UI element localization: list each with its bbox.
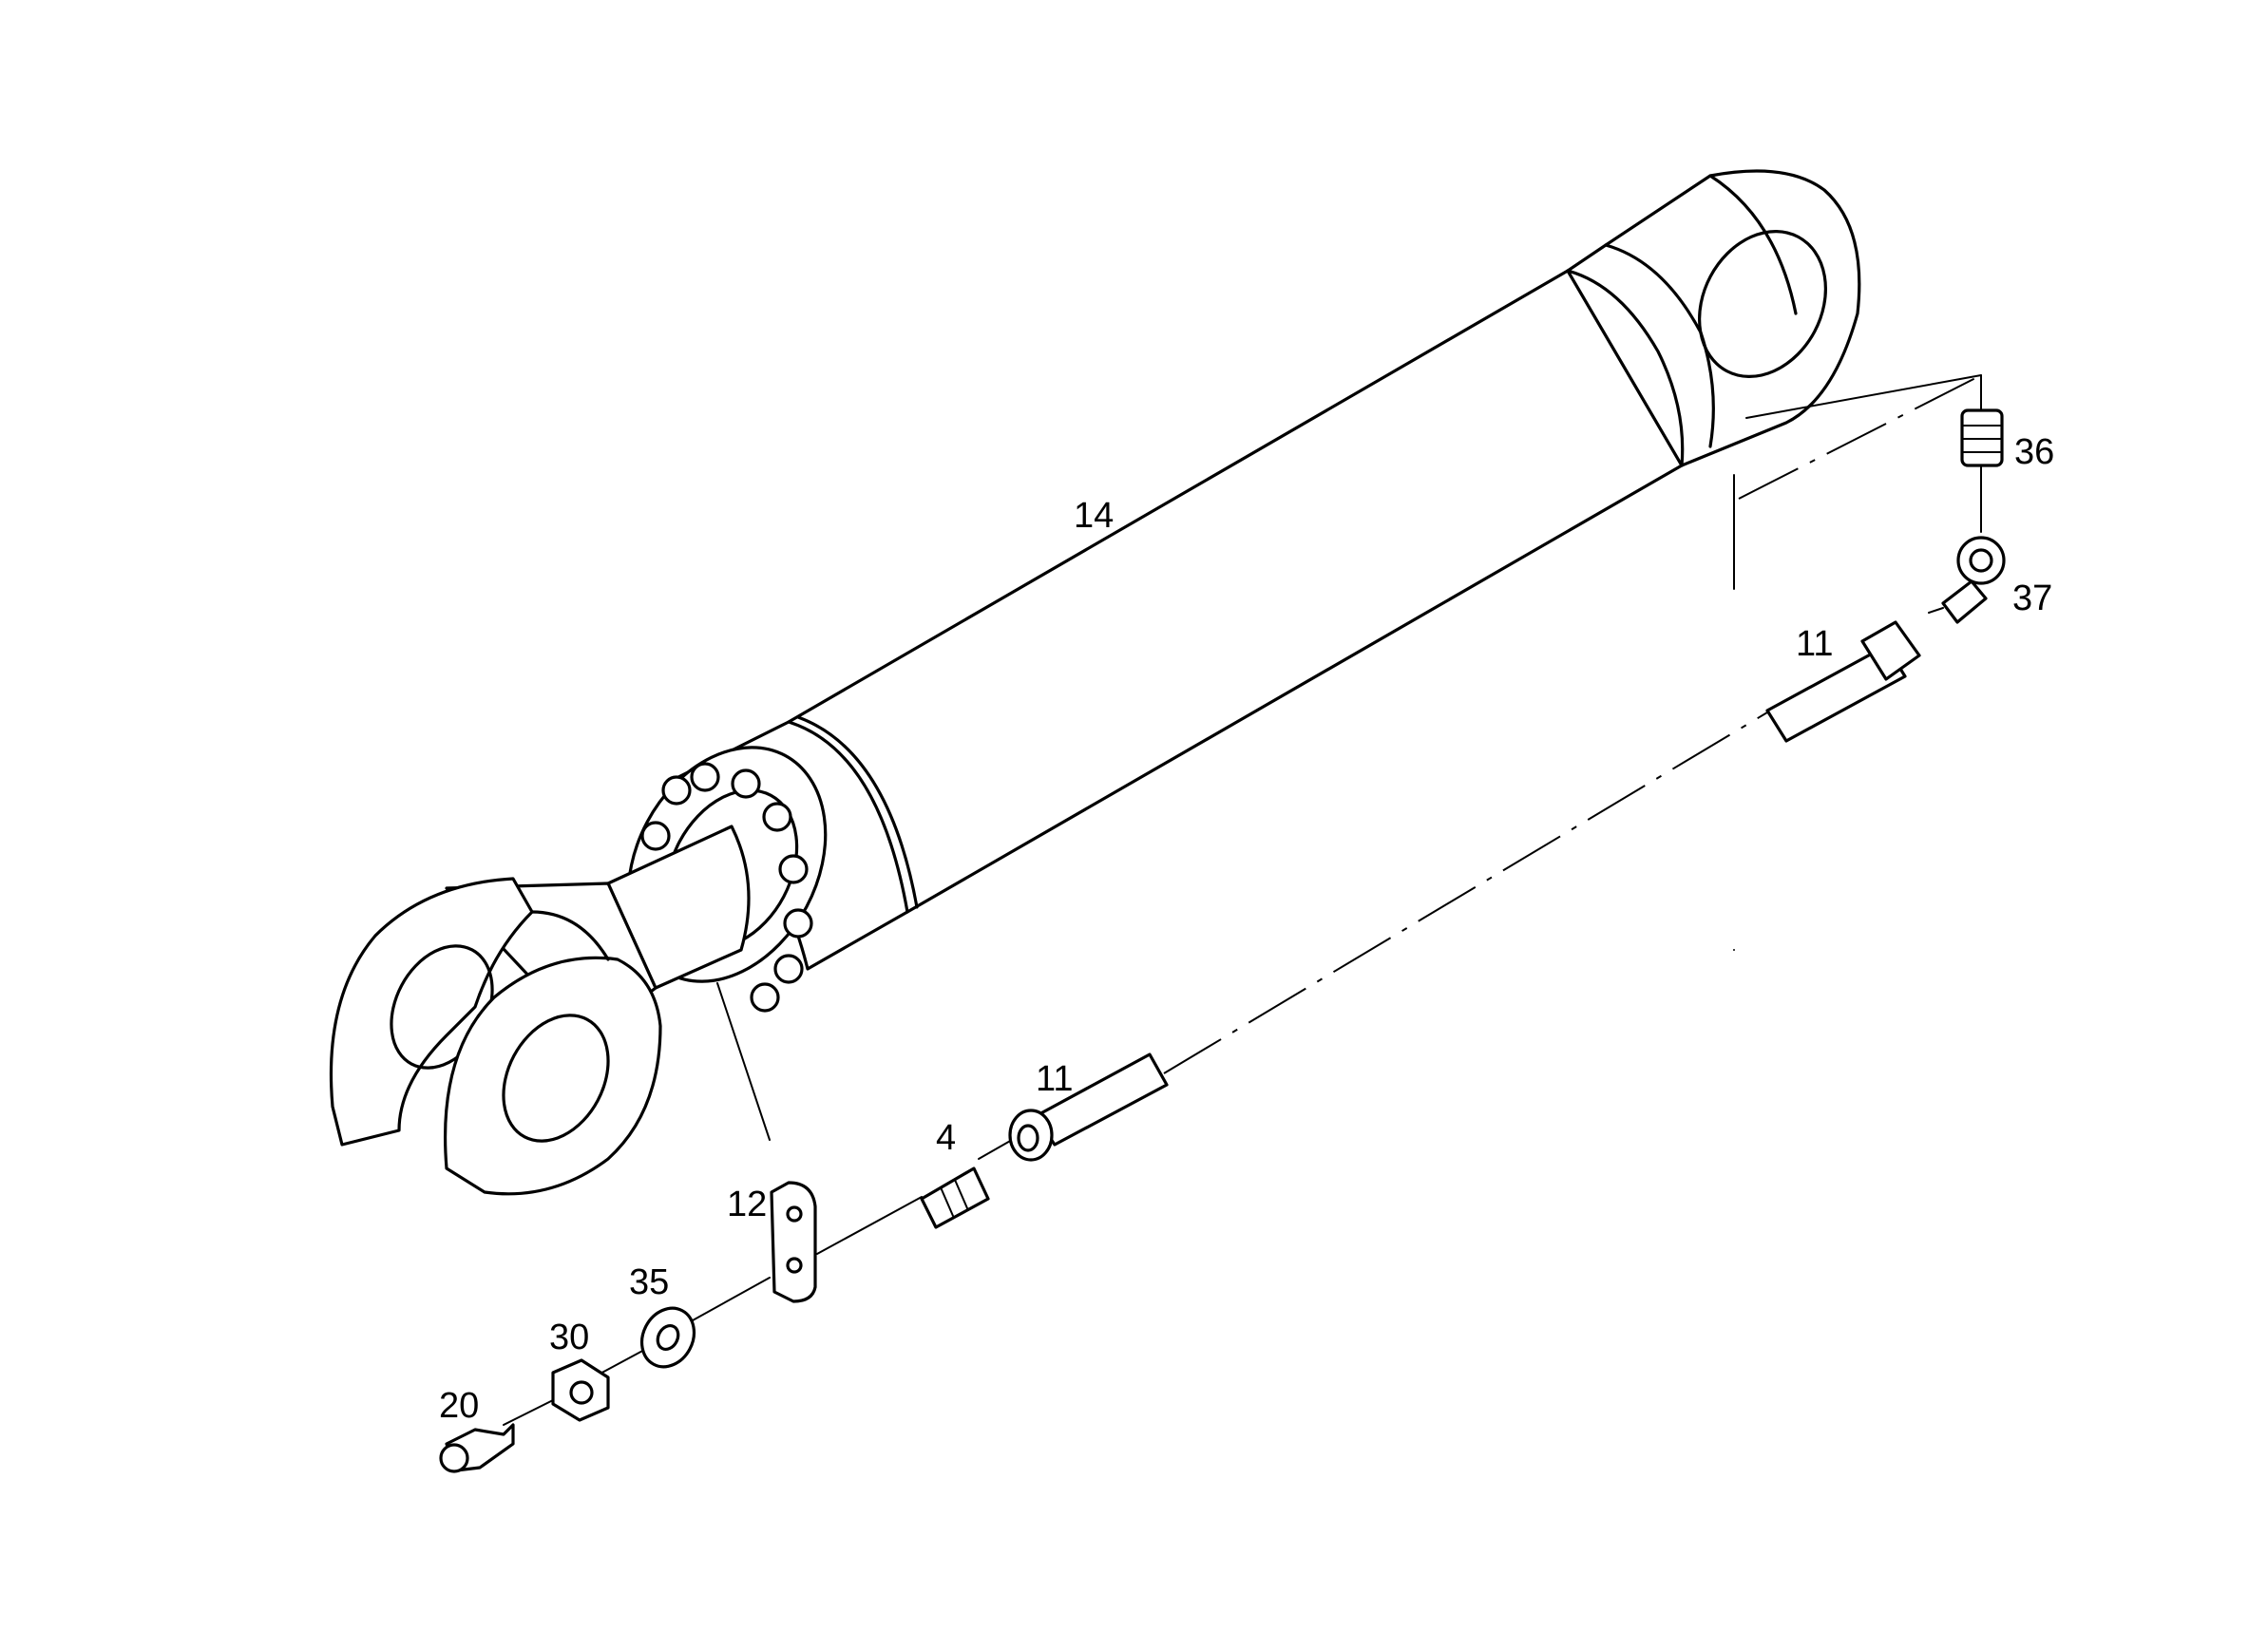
cylinder-barrel — [626, 169, 1861, 1013]
callout-37: 37 — [2012, 578, 2052, 618]
adapter-4 — [920, 1166, 990, 1229]
callout-30: 30 — [549, 1318, 589, 1357]
callout-labels: 14 36 37 11 11 4 12 35 30 20 — [439, 432, 2054, 1426]
nut-30 — [551, 1358, 610, 1422]
callout-14: 14 — [1074, 496, 1114, 536]
elbow-fitting-37 — [1941, 536, 2006, 624]
callout-36: 36 — [2014, 432, 2054, 472]
callout-11-lower: 11 — [1036, 1059, 1073, 1099]
bracket-12 — [770, 1181, 817, 1303]
grease-nipple-20 — [439, 1423, 515, 1473]
leader-lines — [503, 374, 1982, 1426]
callout-4: 4 — [936, 1118, 956, 1158]
flange-bolts — [640, 762, 813, 1013]
pipe-11-lower — [1008, 1053, 1169, 1162]
piston-rod-clevis — [329, 825, 751, 1196]
callout-20: 20 — [439, 1386, 479, 1426]
callout-11-upper: 11 — [1796, 624, 1833, 664]
pipe-11-upper — [1765, 620, 1921, 743]
callout-12: 12 — [727, 1185, 767, 1224]
fitting-36 — [1960, 408, 2004, 467]
callout-35: 35 — [629, 1262, 669, 1302]
washer-35 — [639, 1306, 696, 1369]
